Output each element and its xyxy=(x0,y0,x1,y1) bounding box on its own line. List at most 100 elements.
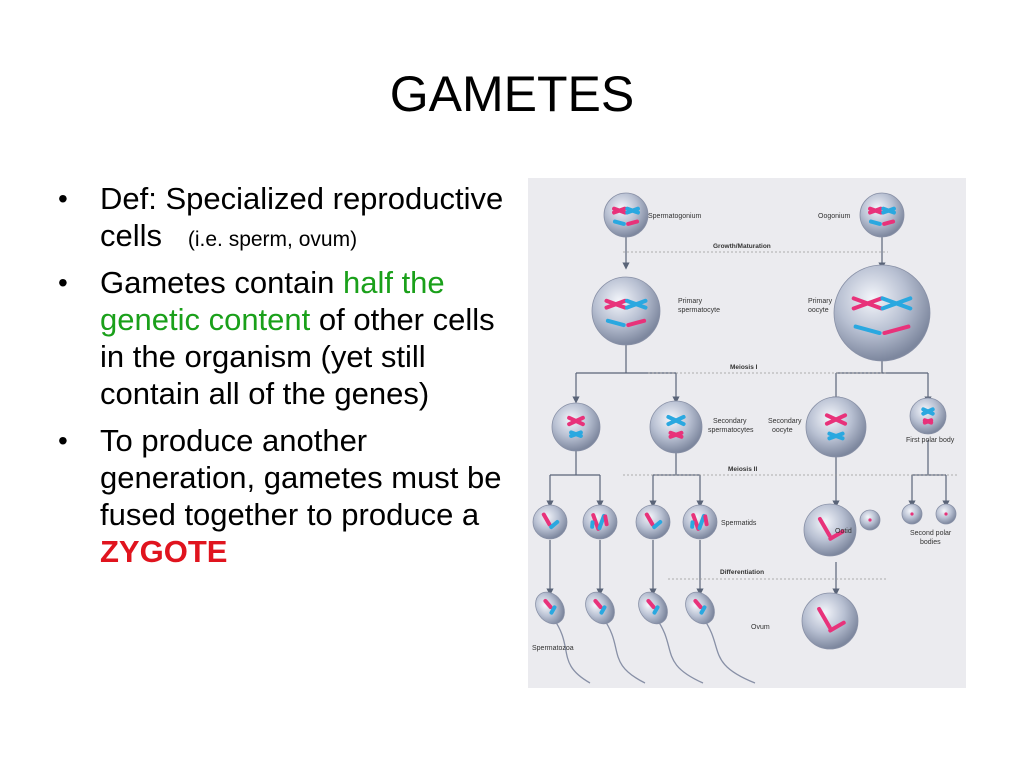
chromosome xyxy=(882,324,911,336)
chromosome xyxy=(703,514,709,527)
chromosome-arm xyxy=(827,431,845,441)
label-differentiation: Differentiation xyxy=(720,569,764,576)
label-secondary-oocyte-1: Secondary xyxy=(768,418,802,425)
chromosome-arm xyxy=(880,296,913,311)
label-primary-oocyte-1: Primary xyxy=(808,298,833,305)
sperm-tail xyxy=(552,617,591,684)
chromosome xyxy=(625,206,640,215)
bullet-dot: • xyxy=(58,183,68,214)
chromosome xyxy=(853,324,882,336)
chromosome-dot xyxy=(944,512,948,516)
label-meiosis2: Meiosis II xyxy=(728,466,757,473)
label-primary-spermatocyte-2: spermatocyte xyxy=(678,307,720,314)
chromosome-arm xyxy=(543,598,553,610)
gametogenesis-diagram: Spermatogonium Oogonium Growth/Maturatio… xyxy=(528,178,966,688)
cell xyxy=(591,276,661,346)
chromosome-arm xyxy=(603,514,609,527)
half-genetic-highlight: half the genetic content xyxy=(100,265,445,337)
spermatozoon xyxy=(685,591,756,684)
chromosome-arm xyxy=(882,219,896,226)
chromosome xyxy=(612,206,627,215)
sperm-tail xyxy=(702,617,756,684)
bullet-half-genetic: • Gametes contain half the genetic conte… xyxy=(58,264,508,412)
chromosome-arm xyxy=(881,206,896,215)
label-secondary-spermatocytes-2: spermatocytes xyxy=(708,427,754,434)
chromosome-arm xyxy=(666,414,686,427)
chromosome xyxy=(569,430,583,438)
spermatozoon xyxy=(638,591,704,684)
chromosome-arm xyxy=(541,512,552,527)
chromosome-arm xyxy=(626,318,647,328)
half-genetic-post: of other cells in the organism (yet stil… xyxy=(100,302,495,411)
chromosome-arm xyxy=(644,512,655,527)
cell xyxy=(532,504,568,540)
label-growth: Growth/Maturation xyxy=(713,243,771,250)
chromosome xyxy=(541,512,552,527)
chromosome xyxy=(693,598,703,610)
chromosome-arm xyxy=(612,206,627,215)
chromosome xyxy=(668,430,684,439)
label-meiosis1: Meiosis I xyxy=(730,364,758,371)
cell-body xyxy=(833,264,931,362)
diagram-cells xyxy=(532,192,957,684)
bullet-list: • Def: Specialized reproductive cells (i… xyxy=(58,180,508,580)
chromosome-arm xyxy=(593,598,603,610)
chromosome xyxy=(817,516,832,538)
cell xyxy=(909,397,947,435)
cell xyxy=(833,264,931,362)
definition-examples: (i.e. sperm, ovum) xyxy=(187,228,358,251)
spermatozoon xyxy=(535,591,591,684)
chromosome xyxy=(828,529,845,541)
chromosome xyxy=(827,431,845,441)
chromosome-dot xyxy=(910,512,914,516)
zygote-highlight: ZYGOTE xyxy=(100,534,228,569)
chromosome xyxy=(543,598,553,610)
label-primary-oocyte-2: oocyte xyxy=(808,307,829,314)
chromosome-arm xyxy=(624,298,648,310)
definition-text: Def: Specialized reproductive cells xyxy=(100,181,504,253)
chromosome xyxy=(666,414,686,427)
zygote-pre: To produce another generation, gametes m… xyxy=(100,423,502,532)
chromosome xyxy=(880,296,913,311)
chromosome xyxy=(549,520,560,530)
cell-body xyxy=(603,192,649,238)
label-spermatogonium: Spermatogonium xyxy=(648,213,701,220)
chromosome-arm xyxy=(668,430,684,439)
chromosome xyxy=(624,298,648,310)
chromosome-arm xyxy=(646,598,656,610)
bullet-dot: • xyxy=(58,425,68,456)
cell-body xyxy=(805,396,867,458)
cell xyxy=(603,192,649,238)
chromosome xyxy=(851,296,884,311)
chromosome xyxy=(604,298,628,310)
chromosome xyxy=(626,219,640,226)
cell-body xyxy=(551,402,601,452)
cell xyxy=(551,402,601,452)
chromosome-arm xyxy=(817,516,832,538)
chromosome-arm xyxy=(569,430,583,438)
label-secondary-oocyte-2: oocyte xyxy=(772,427,793,434)
chromosome xyxy=(652,520,663,530)
chromosome xyxy=(922,418,934,425)
cell xyxy=(805,396,867,458)
chromosome-arm xyxy=(693,598,703,610)
chromosome xyxy=(881,206,896,215)
chromosome xyxy=(567,415,585,427)
chromosome xyxy=(644,512,655,527)
chromosome xyxy=(652,605,660,615)
slide-title: GAMETES xyxy=(389,66,635,122)
sperm-tail xyxy=(655,617,704,684)
chromosome xyxy=(868,206,883,215)
chromosome-arm xyxy=(652,605,660,615)
cell xyxy=(901,503,923,525)
cell xyxy=(582,504,618,540)
chromosome-arm xyxy=(853,324,882,336)
chromosome-arm xyxy=(626,219,640,226)
chromosome-arm xyxy=(612,219,626,226)
chromosome xyxy=(612,219,626,226)
chromosome-arm xyxy=(868,206,883,215)
cell xyxy=(935,503,957,525)
chromosome xyxy=(690,520,695,529)
chromosome-arm xyxy=(921,407,935,416)
chromosome xyxy=(824,413,848,426)
